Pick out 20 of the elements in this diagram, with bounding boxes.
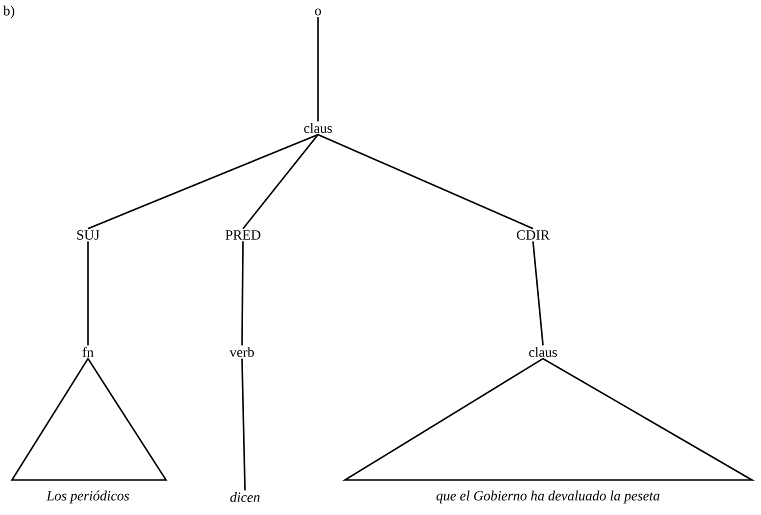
tree-label: SUJ [77,230,100,240]
tree-label: Los periódicos [46,490,129,504]
tree-label: dicen [230,492,260,502]
tree-label: CDIR [516,230,550,240]
tree-branch [241,358,246,490]
panel-label: b) [3,6,14,18]
tree-branch [87,241,89,346]
tree-branch [532,241,544,346]
tree-label: o [315,8,321,16]
tree-branch [241,241,244,346]
tree-branch [242,134,319,230]
tree-label: verb [230,347,254,357]
tree-branch [318,134,534,230]
tree-label: claus [529,347,557,357]
tree-label: que el Gobierno ha devaluado la peseta [436,490,660,504]
tree-label: PRED [226,230,260,240]
tree-label: fn [82,347,94,357]
tree-branch [88,134,318,230]
tree-label: claus [304,123,332,133]
tree-branch [317,17,319,122]
